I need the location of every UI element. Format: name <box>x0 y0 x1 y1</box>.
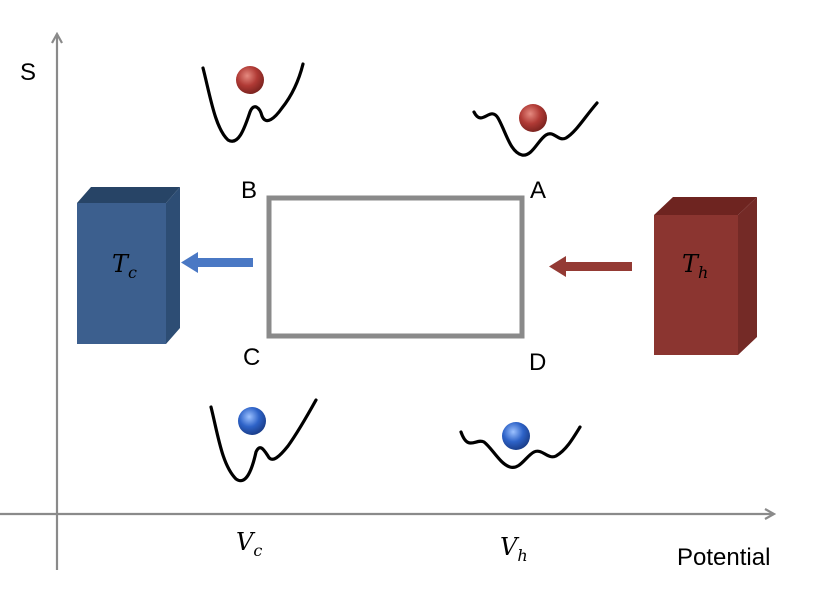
corner-label-b: B <box>241 177 257 204</box>
particle-ball-red <box>236 66 264 94</box>
particle-ball-red <box>519 104 547 132</box>
hot-heat-arrow <box>549 256 632 277</box>
particle-ball-blue <box>238 407 266 435</box>
potential-well-c <box>209 398 318 483</box>
cycle-rectangle <box>266 195 525 339</box>
corner-label-d: D <box>529 349 546 376</box>
cold-reservoir: Tc <box>77 187 180 344</box>
particle-ball-blue <box>502 422 530 450</box>
x-tick-vc: Vc <box>236 528 262 560</box>
potential-well-a <box>472 101 599 157</box>
potential-well-b <box>201 62 305 143</box>
hot-reservoir: Th <box>654 197 757 355</box>
y-axis-label: S <box>20 59 36 86</box>
potential-well-d <box>459 422 582 469</box>
corner-label-a: A <box>530 177 546 204</box>
corner-label-c: C <box>243 344 260 371</box>
cold-heat-arrow <box>181 252 253 273</box>
x-tick-vh: Vh <box>500 533 528 565</box>
hot-reservoir-label: Th <box>682 250 708 282</box>
x-axis-label: Potential <box>677 544 770 571</box>
cold-reservoir-label: Tc <box>112 250 137 282</box>
